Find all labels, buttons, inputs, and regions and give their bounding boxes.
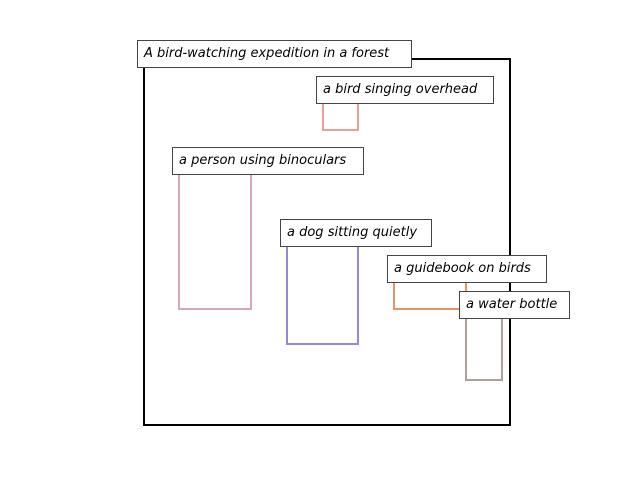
person-box [178, 160, 252, 310]
scene-caption-label: A bird-watching expedition in a forest [137, 40, 412, 68]
person-label: a person using binoculars [172, 147, 364, 175]
bird-label: a bird singing overhead [316, 76, 494, 104]
dog-box [286, 232, 359, 345]
bottle-label: a water bottle [459, 291, 570, 319]
guidebook-label: a guidebook on birds [387, 255, 547, 283]
dog-label: a dog sitting quietly [280, 219, 432, 247]
